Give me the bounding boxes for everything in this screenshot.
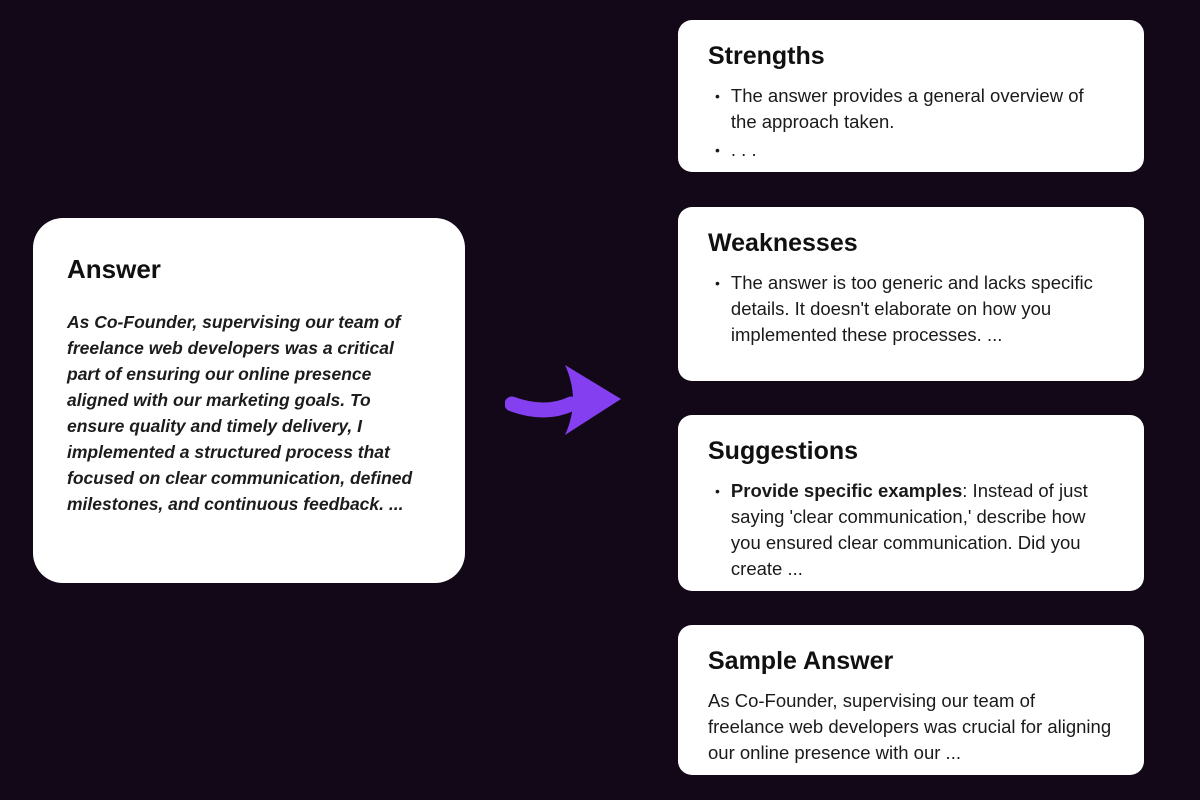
answer-card-title: Answer — [67, 254, 161, 284]
list-item: • The answer is too generic and lacks sp… — [708, 270, 1114, 348]
bullet-text-bold: Provide specific examples — [730, 480, 963, 501]
bullet-icon: • — [715, 142, 720, 158]
weaknesses-list: • The answer is too generic and lacks sp… — [708, 270, 1114, 348]
list-item: • . . . — [708, 137, 1114, 163]
right-arrow-icon — [505, 356, 627, 444]
bullet-text: . . . — [730, 139, 757, 160]
sample-answer-card: Sample Answer As Co-Founder, supervising… — [678, 625, 1144, 775]
bullet-text-rest: : Instead of just saying 'clear communic… — [730, 480, 1088, 579]
strengths-card: Strengths • The answer provides a genera… — [678, 20, 1144, 172]
bullet-icon: • — [715, 275, 720, 291]
suggestions-card: Suggestions • Provide specific examples:… — [678, 415, 1144, 591]
answer-card: Answer As Co-Founder, supervising our te… — [33, 218, 465, 583]
bullet-text: Provide specific examples: Instead of ju… — [731, 478, 1114, 582]
bullet-text: The answer provides a general overview o… — [730, 85, 1084, 132]
bullet-icon: • — [715, 483, 720, 499]
strengths-list: • The answer provides a general overview… — [708, 83, 1114, 163]
list-item: • Provide specific examples: Instead of … — [708, 478, 1114, 582]
strengths-title: Strengths — [708, 42, 825, 70]
suggestions-title: Suggestions — [708, 437, 859, 465]
suggestions-list: • Provide specific examples: Instead of … — [708, 478, 1114, 582]
answer-card-body: As Co-Founder, supervising our team of f… — [67, 312, 413, 514]
sample-answer-title: Sample Answer — [708, 647, 894, 675]
list-item: • The answer provides a general overview… — [708, 83, 1114, 135]
bullet-icon: • — [715, 88, 720, 104]
bullet-text: The answer is too generic and lacks spec… — [730, 272, 1093, 345]
weaknesses-card: Weaknesses • The answer is too generic a… — [678, 207, 1144, 381]
weaknesses-title: Weaknesses — [708, 229, 858, 257]
sample-answer-body: As Co-Founder, supervising our team of f… — [708, 690, 1112, 763]
